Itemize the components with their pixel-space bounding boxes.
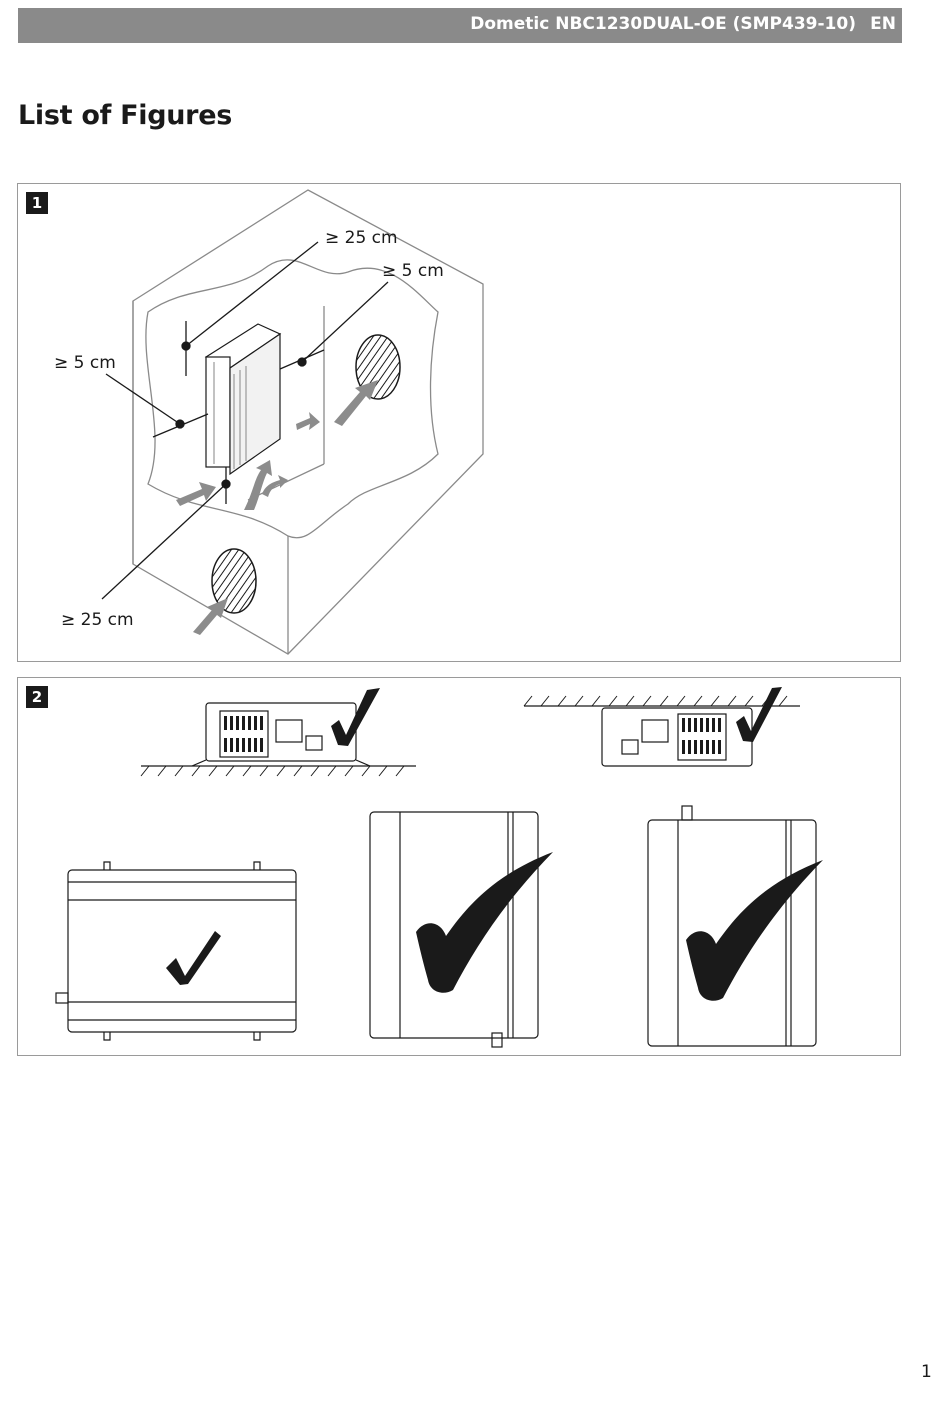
- figure-1: 1: [17, 183, 901, 662]
- installation-clearance-drawing: ≥ 25 cm ≥ 5 cm ≥ 5 cm ≥ 25 cm: [54, 189, 484, 655]
- orientation-vertical-side: [647, 805, 817, 1047]
- page-number: 1: [921, 1362, 932, 1382]
- check-icon: [331, 688, 380, 746]
- floor-vents: [224, 716, 263, 752]
- ceiling-vents: [682, 718, 721, 754]
- language-code: EN: [870, 14, 896, 34]
- orientation-flat: [55, 861, 297, 1041]
- orientation-ceiling-mounted: [523, 695, 800, 767]
- charger-device: [204, 323, 282, 476]
- clearance-left-label: ≥ 5 cm: [54, 353, 116, 373]
- orientation-vertical: [369, 811, 539, 1048]
- check-icon: [686, 860, 823, 1001]
- check-icon: [416, 852, 553, 993]
- airflow-arrows: [176, 380, 378, 635]
- orientation-floor-mounted: [140, 702, 416, 777]
- header-bar: Dometic NBC1230DUAL-OE (SMP439-10) EN: [18, 8, 902, 43]
- mounting-orientation-drawing: [55, 687, 823, 1048]
- figure-2: 2: [17, 677, 901, 1056]
- clearance-bottom-label: ≥ 25 cm: [61, 610, 134, 630]
- document-title: Dometic NBC1230DUAL-OE (SMP439-10): [470, 14, 856, 34]
- check-icon: [166, 931, 221, 985]
- figure-number: 1: [26, 192, 48, 214]
- figure-number: 2: [26, 686, 48, 708]
- clearance-top-label: ≥ 25 cm: [325, 228, 398, 248]
- clearance-right-label: ≥ 5 cm: [382, 261, 444, 281]
- cabinet-outline: [132, 189, 484, 655]
- check-icon: [736, 687, 782, 742]
- vent-openings: [211, 334, 401, 614]
- clearance-dimensions: [101, 241, 389, 600]
- page-title: List of Figures: [18, 100, 232, 131]
